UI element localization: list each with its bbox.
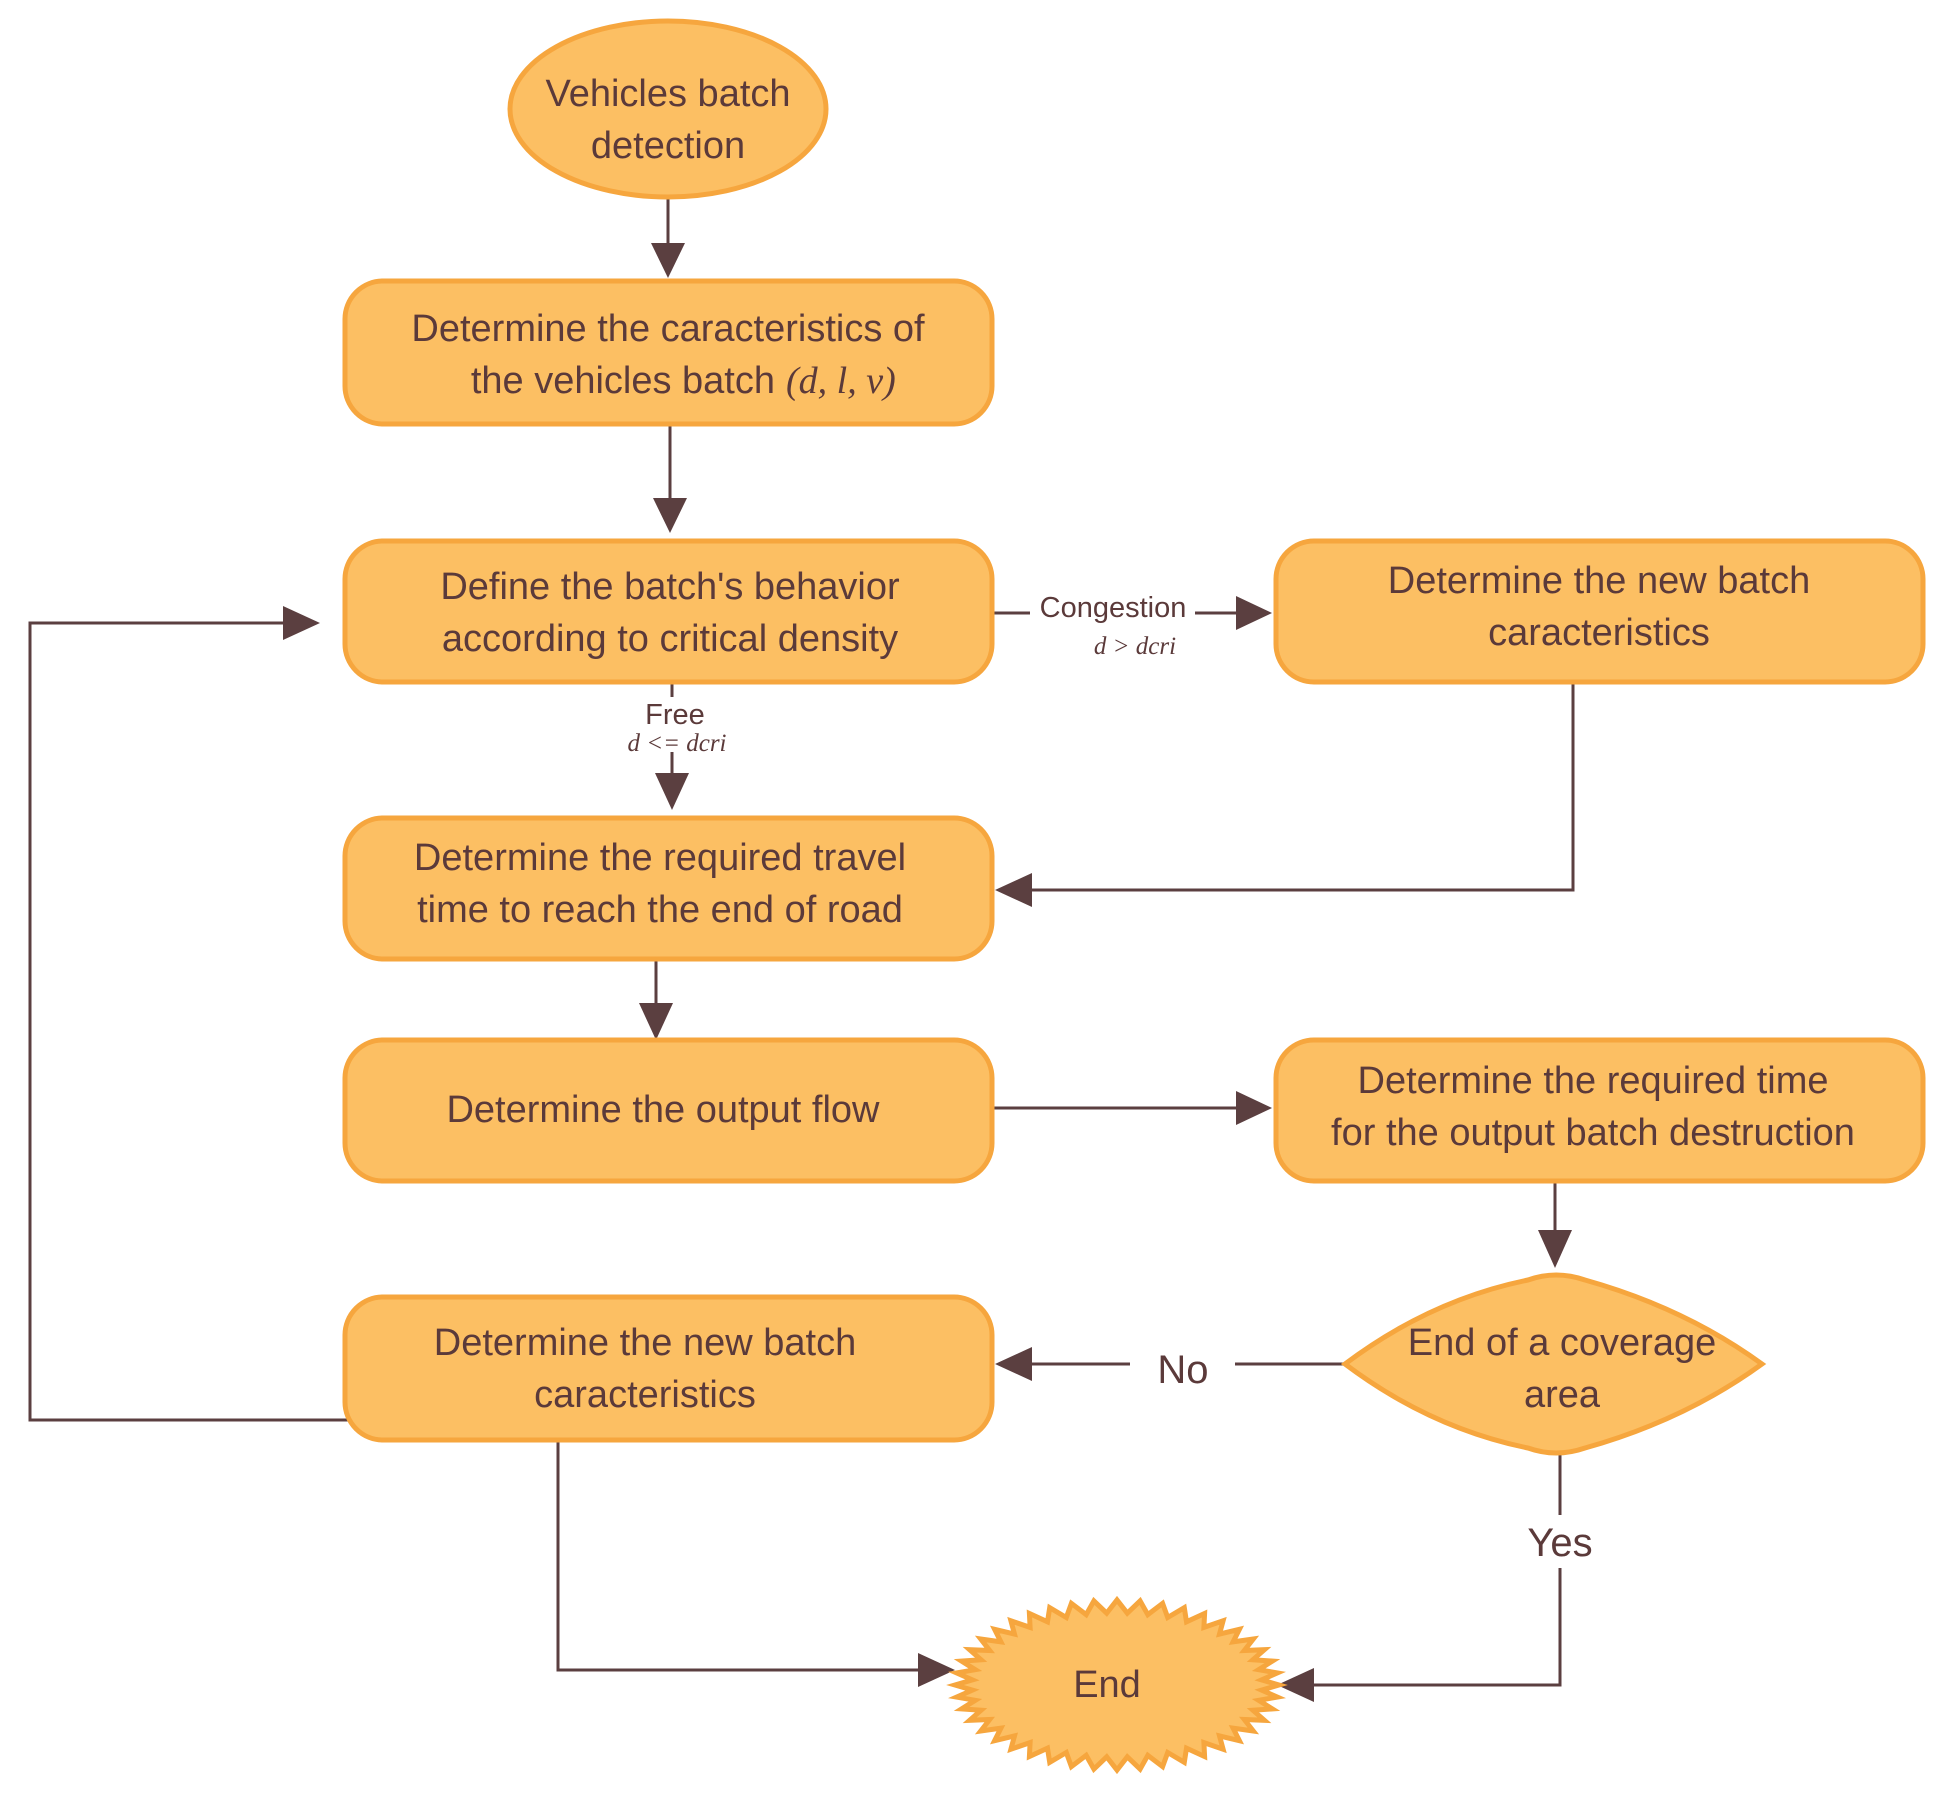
edge-labels: Congestion d > dcri Free d <= dcri No Ye… <box>627 592 1592 1565</box>
start-line-2: detection <box>591 125 745 167</box>
destruction-time-line-2: for the output batch destruction <box>1331 1112 1855 1154</box>
travel-time-node: Determine the required travel time to re… <box>342 815 995 962</box>
new-batch-left-line-2: caracteristics <box>534 1374 756 1416</box>
new-batch-left-node: Determine the new batch caracteristics <box>342 1294 995 1443</box>
arrowhead <box>1538 1230 1572 1268</box>
new-batch-left-line-1: Determine the new batch <box>434 1322 856 1364</box>
travel-time-line-1: Determine the required travel <box>414 837 906 879</box>
end-node: End <box>946 1595 1288 1775</box>
arrowhead <box>1236 596 1272 630</box>
free-condition: d <= dcri <box>627 730 726 757</box>
characteristics-line-1: Determine the caracteristics of <box>411 308 925 350</box>
arrowhead <box>995 1347 1032 1381</box>
edge-decision-to-end <box>1312 1568 1562 1687</box>
new-batch-right-line-2: caracteristics <box>1488 612 1710 654</box>
new-batch-right-node: Determine the new batch caracteristics <box>1273 538 1926 685</box>
arrowhead <box>1236 1091 1272 1125</box>
edge-new-batch-left-to-end <box>556 1440 920 1672</box>
output-flow-box <box>342 1037 995 1184</box>
decision-line-2: area <box>1524 1374 1601 1416</box>
new-batch-right-line-1: Determine the new batch <box>1388 560 1810 602</box>
destruction-time-box <box>1273 1037 1926 1184</box>
destruction-time-line-1: Determine the required time <box>1358 1060 1829 1102</box>
congestion-condition: d > dcri <box>1094 633 1176 660</box>
start-line-1: Vehicles batch <box>545 73 790 115</box>
characteristics-line-2: the vehicles batch <box>471 360 775 402</box>
start-node: Vehicles batch detection <box>507 18 829 200</box>
decision-line-1: End of a coverage <box>1408 1322 1716 1364</box>
edge-new-batch-right-to-travel-time <box>1030 682 1575 892</box>
start-ellipse <box>507 18 829 200</box>
no-label: No <box>1157 1348 1208 1392</box>
new-batch-left-box <box>342 1294 995 1443</box>
behavior-box <box>342 538 995 685</box>
edges <box>28 198 1575 1702</box>
characteristics-math: (d, l, v) <box>786 360 896 402</box>
output-flow-node: Determine the output flow <box>342 1037 995 1184</box>
end-starburst <box>946 1595 1288 1775</box>
arrowhead <box>655 773 689 810</box>
arrowhead <box>995 873 1032 907</box>
behavior-line-1: Define the batch's behavior <box>440 566 900 608</box>
travel-time-line-2: time to reach the end of road <box>417 889 903 931</box>
arrowhead <box>651 243 685 278</box>
arrowhead <box>283 606 320 640</box>
arrowhead <box>1277 1668 1314 1702</box>
congestion-label: Congestion <box>1040 592 1187 624</box>
arrowhead <box>918 1653 955 1687</box>
yes-label: Yes <box>1527 1521 1592 1565</box>
end-label: End <box>1073 1664 1141 1706</box>
behavior-node: Define the batch's behavior according to… <box>342 538 995 685</box>
characteristics-node: Determine the caracteristics of the vehi… <box>342 278 995 427</box>
arrowhead <box>653 498 687 533</box>
decision-diamond <box>1340 1272 1767 1456</box>
edge-loop-back-to-behavior <box>28 621 378 1422</box>
behavior-line-2: according to critical density <box>442 618 898 660</box>
output-flow-line-1: Determine the output flow <box>446 1089 880 1131</box>
free-label: Free <box>645 699 705 731</box>
destruction-time-node: Determine the required time for the outp… <box>1273 1037 1926 1184</box>
characteristics-box <box>342 278 995 427</box>
arrowhead <box>639 1003 673 1040</box>
new-batch-right-box <box>1273 538 1926 685</box>
decision-node: End of a coverage area <box>1340 1272 1767 1456</box>
travel-time-box <box>342 815 995 962</box>
